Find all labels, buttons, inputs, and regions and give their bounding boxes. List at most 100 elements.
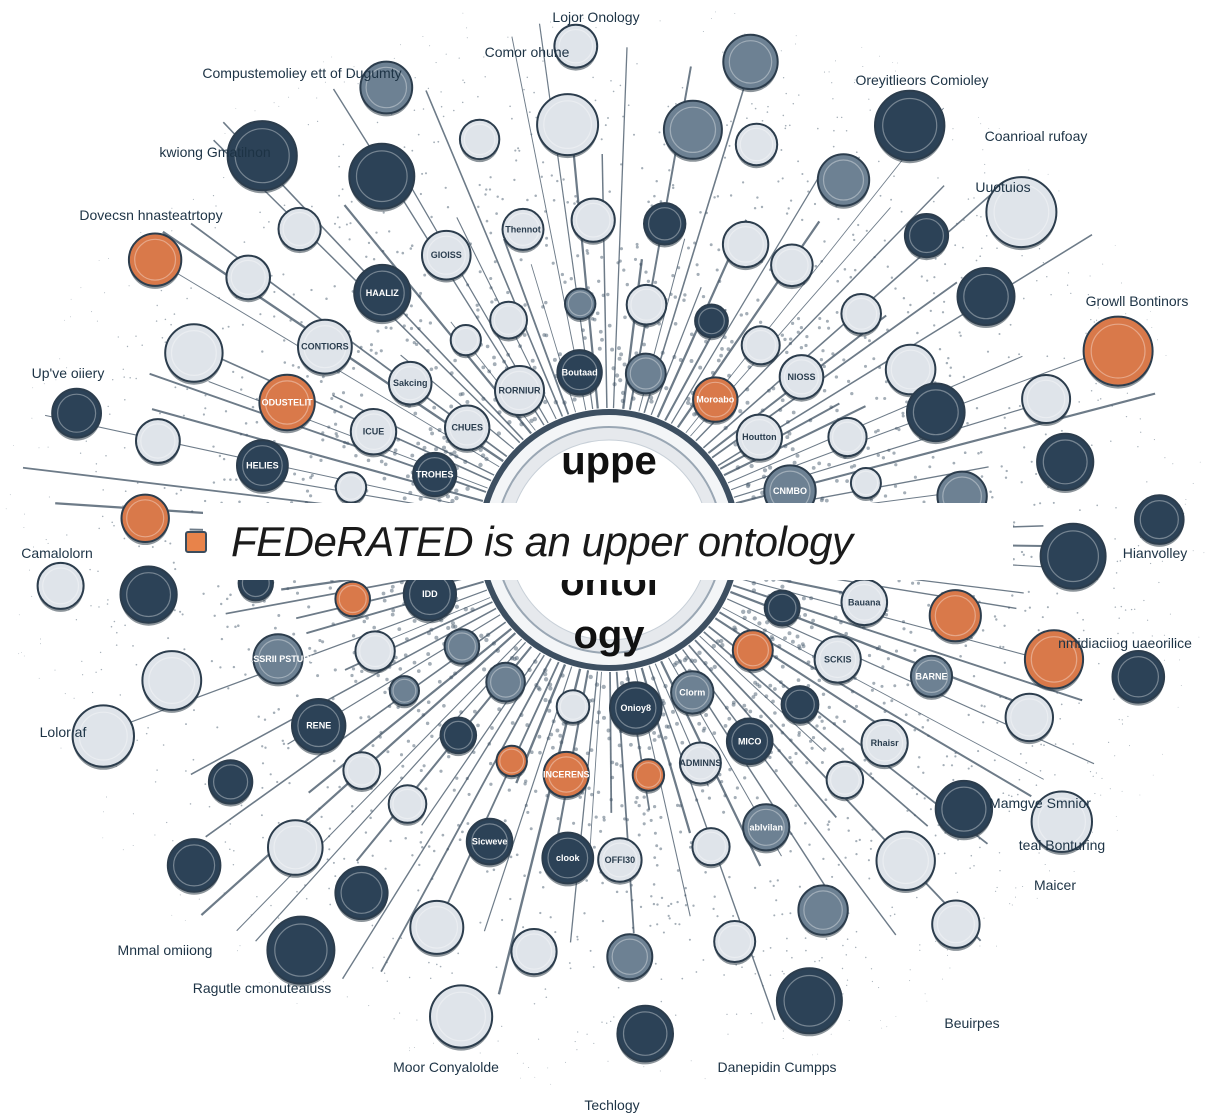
halftone-dot xyxy=(335,432,338,435)
halftone-dot xyxy=(585,879,588,882)
halftone-dot xyxy=(334,423,337,426)
halftone-dot xyxy=(664,736,668,740)
halftone-dot xyxy=(792,411,796,415)
halftone-dot xyxy=(917,766,919,768)
halftone-dot xyxy=(756,196,758,198)
halftone-dot xyxy=(977,452,980,455)
halftone-dot xyxy=(538,1039,539,1040)
halftone-dot xyxy=(870,848,872,850)
concept-node: TROHES xyxy=(413,453,456,499)
halftone-dot xyxy=(306,490,309,493)
halftone-dot xyxy=(411,854,413,856)
halftone-dot xyxy=(86,441,87,442)
halftone-dot xyxy=(357,350,360,353)
halftone-dot xyxy=(116,644,118,646)
halftone-dot xyxy=(1151,327,1152,328)
halftone-dot xyxy=(1127,716,1128,717)
halftone-dot xyxy=(770,974,772,976)
halftone-dot xyxy=(1115,606,1117,608)
halftone-dot xyxy=(762,1022,763,1023)
halftone-dot xyxy=(719,354,723,358)
halftone-dot xyxy=(986,235,988,237)
halftone-dot xyxy=(1113,698,1114,699)
halftone-dot xyxy=(622,268,625,271)
halftone-dot xyxy=(653,738,657,742)
halftone-dot xyxy=(583,912,585,914)
halftone-dot xyxy=(1020,753,1022,755)
halftone-dot xyxy=(135,378,137,380)
concept-node xyxy=(1037,434,1093,493)
halftone-dot xyxy=(667,106,669,108)
halftone-dot xyxy=(387,981,388,982)
halftone-dot xyxy=(528,1067,529,1068)
halftone-dot xyxy=(1178,707,1179,708)
halftone-dot xyxy=(360,393,363,396)
halftone-dot xyxy=(848,830,850,832)
halftone-dot xyxy=(1154,439,1155,440)
halftone-dot xyxy=(643,795,646,798)
concept-node: Sakcing xyxy=(389,362,432,408)
halftone-dot xyxy=(887,266,889,268)
concept-node xyxy=(782,686,819,726)
halftone-dot xyxy=(996,946,997,947)
halftone-dot xyxy=(146,733,148,735)
halftone-dot xyxy=(746,401,750,405)
halftone-dot xyxy=(773,687,777,691)
halftone-dot xyxy=(788,631,792,635)
halftone-dot xyxy=(734,796,737,799)
halftone-dot xyxy=(821,349,824,352)
halftone-dot xyxy=(446,54,447,55)
halftone-dot xyxy=(952,779,954,781)
halftone-dot xyxy=(781,913,783,915)
halftone-dot xyxy=(233,864,234,865)
halftone-dot xyxy=(820,720,823,723)
halftone-dot xyxy=(783,1030,784,1031)
halftone-dot xyxy=(601,1022,602,1023)
halftone-dot xyxy=(780,149,782,151)
halftone-dot xyxy=(826,938,828,940)
halftone-dot xyxy=(777,180,779,182)
halftone-dot xyxy=(815,724,818,727)
halftone-dot xyxy=(437,141,439,143)
halftone-dot xyxy=(959,655,962,658)
halftone-dot xyxy=(1170,614,1171,615)
concept-node xyxy=(52,389,101,441)
halftone-dot xyxy=(390,327,393,330)
halftone-dot xyxy=(661,978,663,980)
halftone-dot xyxy=(114,621,116,623)
halftone-dot xyxy=(436,62,437,63)
halftone-dot xyxy=(65,693,66,694)
halftone-dot xyxy=(726,124,728,126)
node-label: clook xyxy=(556,853,581,863)
halftone-dot xyxy=(368,242,370,244)
halftone-dot xyxy=(550,22,551,23)
halftone-dot xyxy=(770,724,774,728)
halftone-dot xyxy=(835,60,836,61)
halftone-dot xyxy=(414,110,416,112)
halftone-dot xyxy=(1172,463,1173,464)
halftone-dot xyxy=(566,201,569,204)
halftone-dot xyxy=(1095,383,1096,384)
halftone-dot xyxy=(677,869,680,872)
halftone-dot xyxy=(620,85,622,87)
halftone-dot xyxy=(958,331,960,333)
concept-node xyxy=(1113,651,1165,706)
halftone-dot xyxy=(430,216,432,218)
concept-node xyxy=(268,820,323,878)
halftone-dot xyxy=(166,822,167,823)
halftone-dot xyxy=(552,262,555,265)
halftone-dot xyxy=(930,808,932,810)
halftone-dot xyxy=(235,478,238,481)
halftone-dot xyxy=(807,180,809,182)
halftone-dot xyxy=(401,765,404,768)
halftone-dot xyxy=(323,62,324,63)
halftone-dot xyxy=(891,906,893,908)
halftone-dot xyxy=(664,386,668,390)
halftone-dot xyxy=(982,149,983,150)
halftone-dot xyxy=(542,886,545,889)
halftone-dot xyxy=(650,895,652,897)
halftone-dot xyxy=(644,270,647,273)
halftone-dot xyxy=(383,477,387,481)
halftone-dot xyxy=(789,912,791,914)
halftone-dot xyxy=(978,117,979,118)
